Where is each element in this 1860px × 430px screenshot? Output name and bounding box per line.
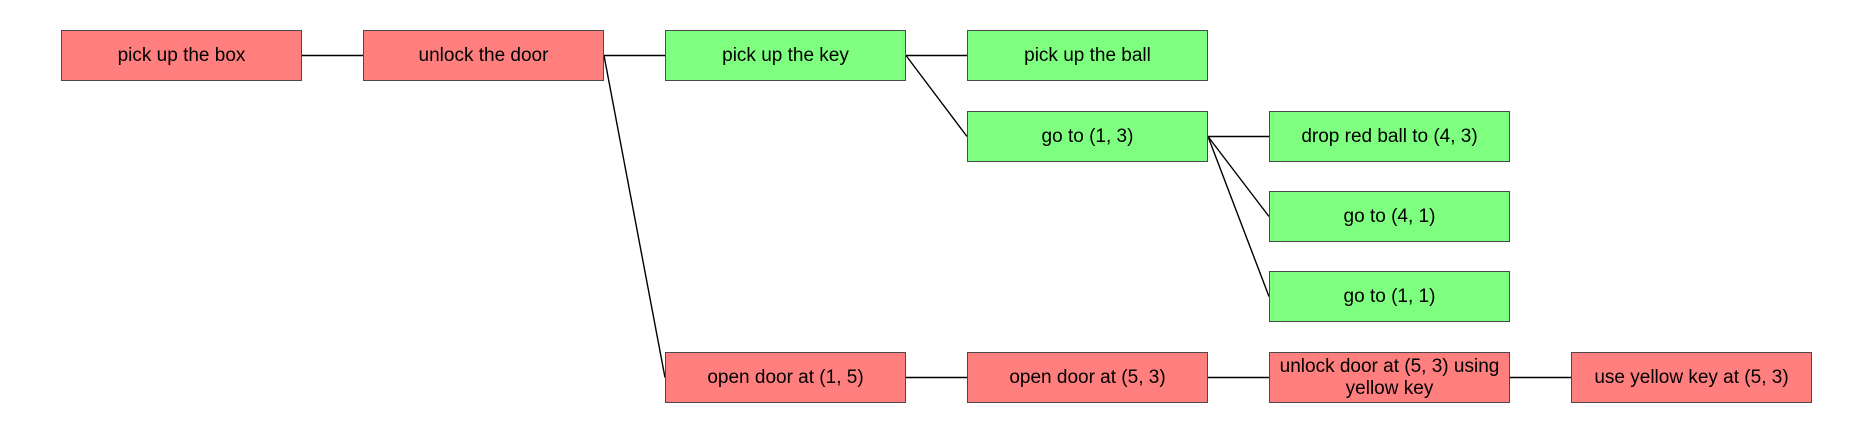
node-label: pick up the key: [722, 44, 849, 66]
node-label: open door at (5, 3): [1009, 366, 1166, 388]
node-go-to-4-1: go to (4, 1): [1269, 191, 1510, 242]
node-label: unlock the door: [418, 44, 549, 66]
node-unlock-door-5-3: unlock door at (5, 3) using yellow key: [1269, 352, 1510, 403]
node-drop-red-ball: drop red ball to (4, 3): [1269, 111, 1510, 162]
node-pick-up-the-box: pick up the box: [61, 30, 302, 81]
node-go-to-1-1: go to (1, 1): [1269, 271, 1510, 322]
node-label: go to (4, 1): [1343, 205, 1436, 227]
node-unlock-the-door: unlock the door: [363, 30, 604, 81]
node-label: use yellow key at (5, 3): [1594, 366, 1789, 388]
node-label: unlock door at (5, 3) using yellow key: [1279, 355, 1500, 399]
edge-n2-n9: [603, 55, 666, 378]
node-label: open door at (1, 5): [707, 366, 864, 388]
edge-n5-n8: [1207, 136, 1270, 297]
edge-n3-n5: [905, 55, 968, 137]
node-open-door-5-3: open door at (5, 3): [967, 352, 1208, 403]
node-open-door-1-5: open door at (1, 5): [665, 352, 906, 403]
node-label: drop red ball to (4, 3): [1301, 125, 1478, 147]
node-label: go to (1, 3): [1041, 125, 1134, 147]
node-pick-up-the-key: pick up the key: [665, 30, 906, 81]
node-go-to-1-3: go to (1, 3): [967, 111, 1208, 162]
node-pick-up-the-ball: pick up the ball: [967, 30, 1208, 81]
node-label: pick up the ball: [1024, 44, 1151, 66]
node-label: go to (1, 1): [1343, 285, 1436, 307]
node-label: pick up the box: [117, 44, 246, 66]
edge-n5-n7: [1207, 136, 1270, 217]
node-use-yellow-key: use yellow key at (5, 3): [1571, 352, 1812, 403]
